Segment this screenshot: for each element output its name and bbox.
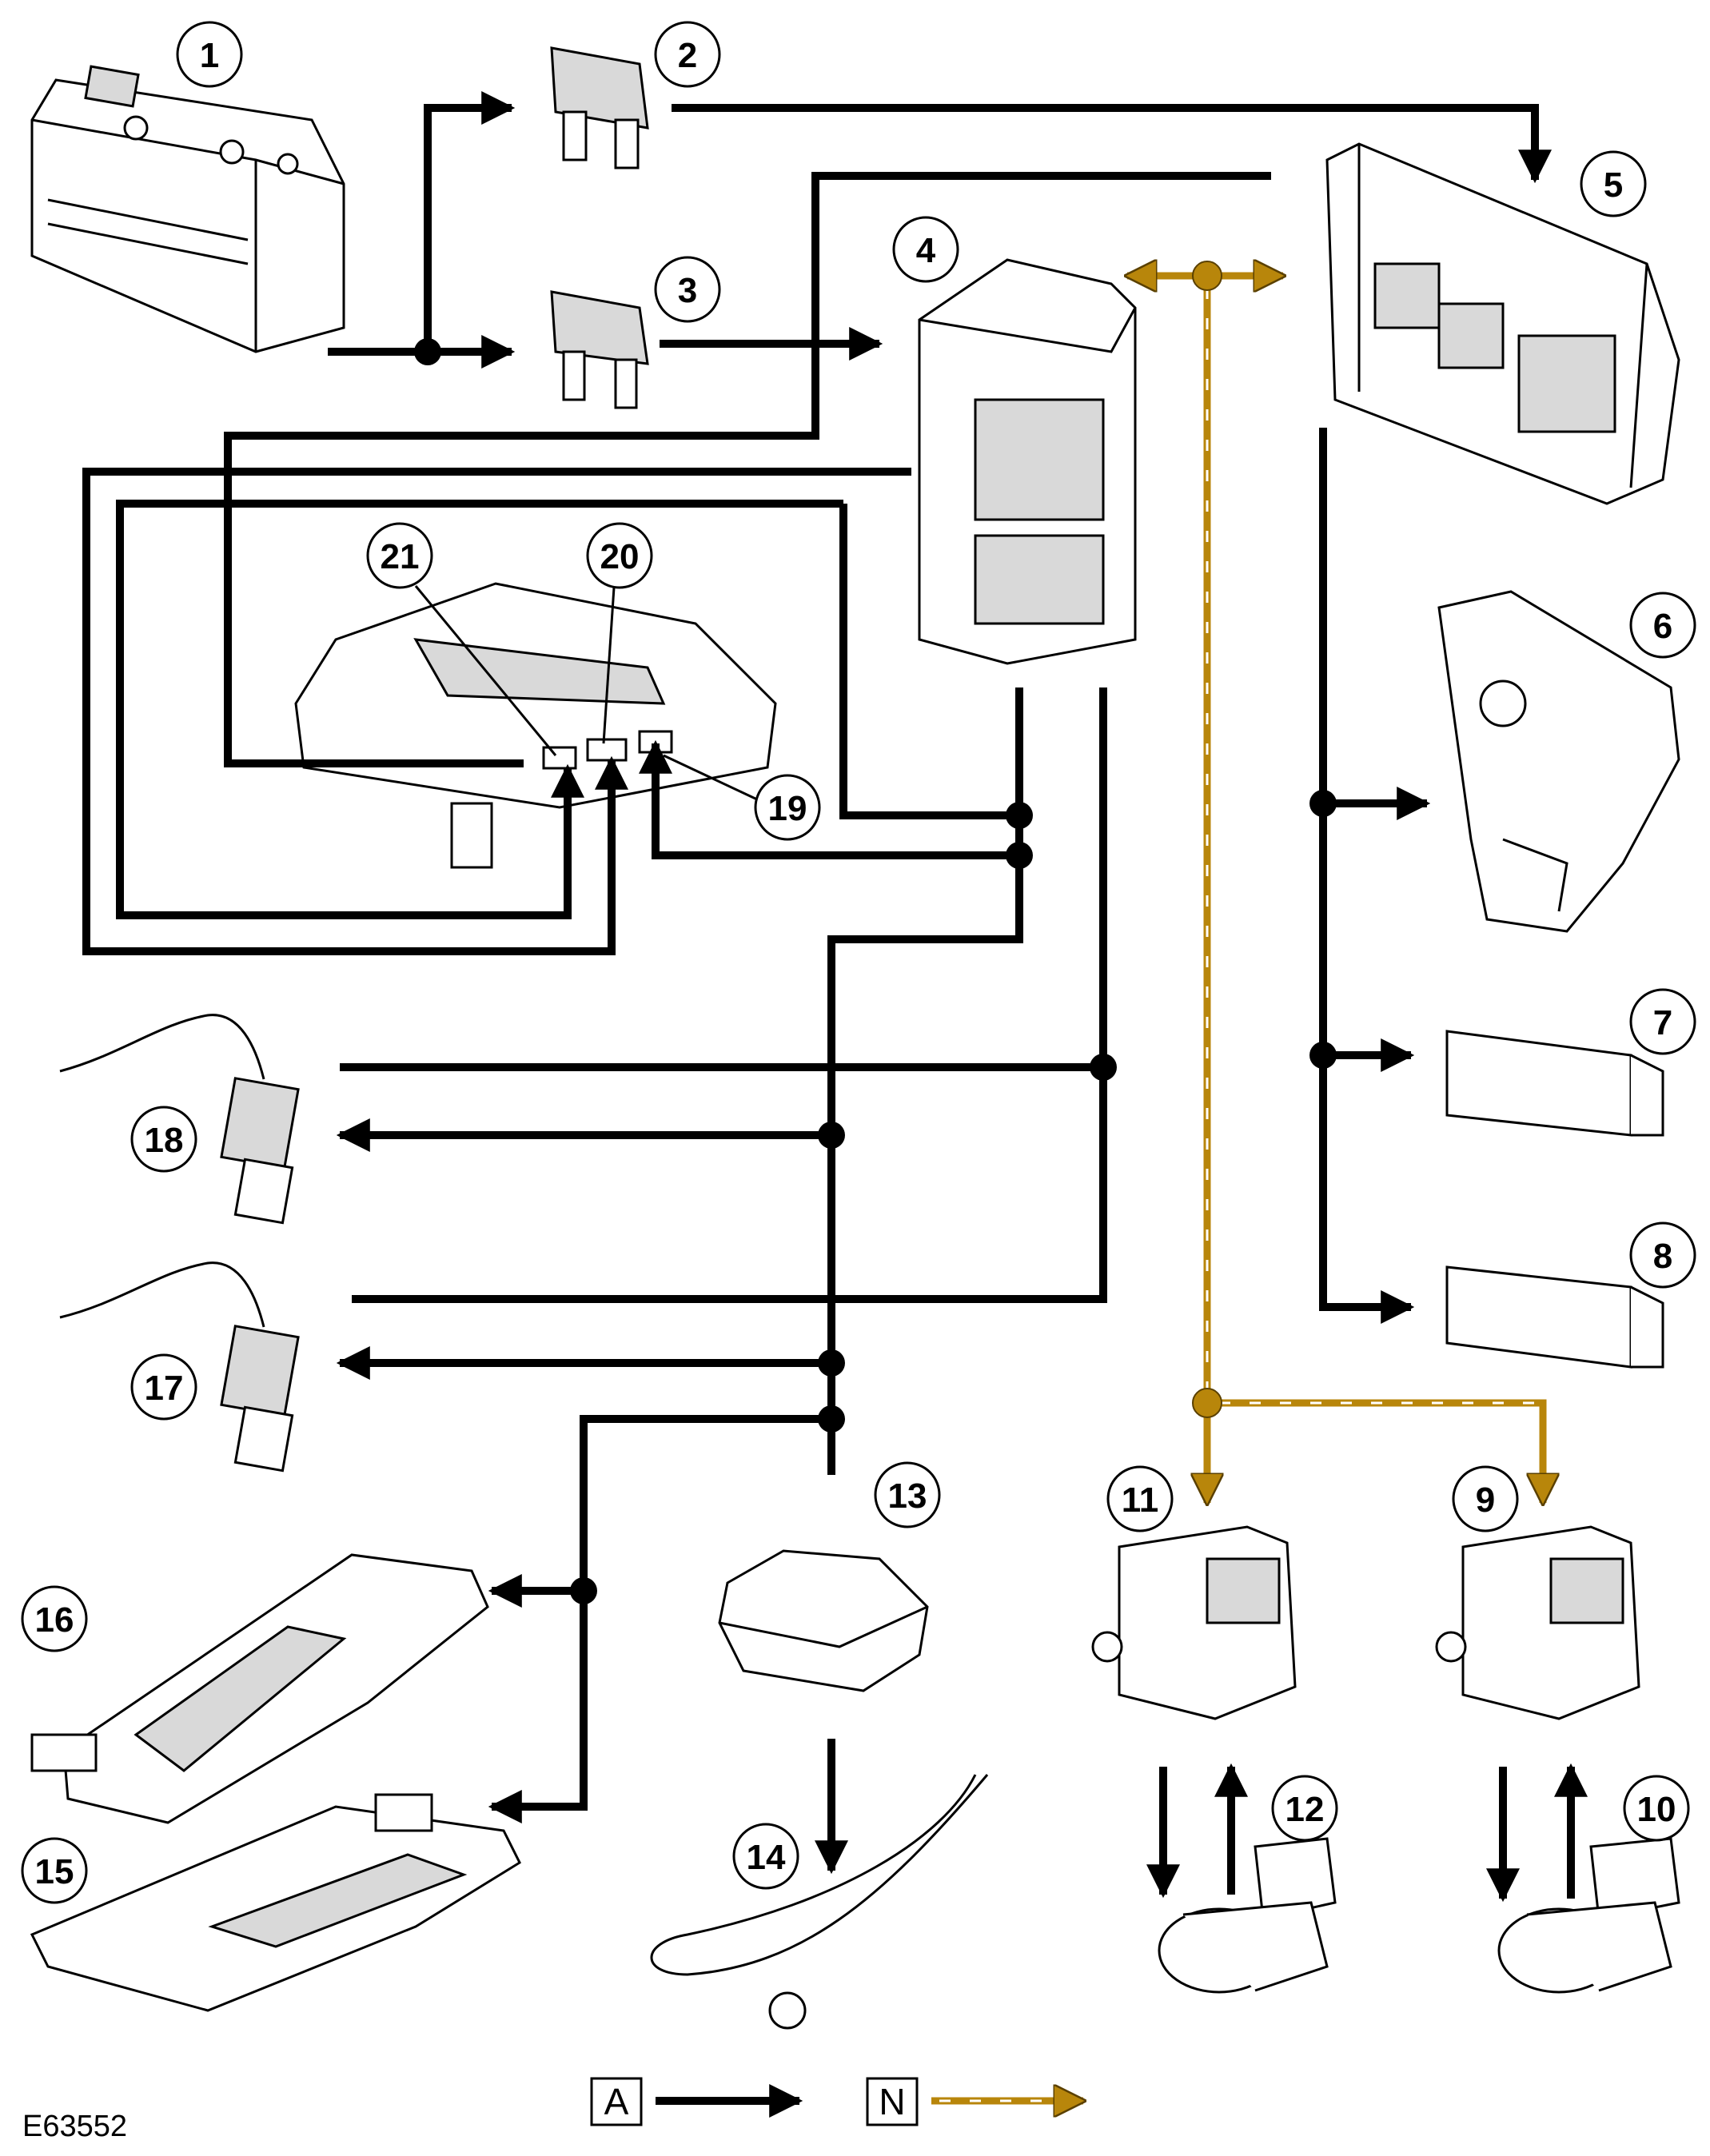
rear-junction-box — [1325, 142, 1680, 505]
callout-18: 18 — [130, 1106, 197, 1173]
svg-text:8: 8 — [1653, 1237, 1672, 1276]
callout-20: 20 — [586, 522, 653, 744]
callout-17: 17 — [130, 1353, 197, 1421]
svg-text:3: 3 — [678, 271, 697, 310]
callout-5: 5 — [1580, 150, 1647, 217]
callout-4: 4 — [892, 216, 959, 283]
callout-13: 13 — [874, 1461, 941, 1528]
svg-text:12: 12 — [1285, 1790, 1325, 1829]
legend: A N — [590, 2077, 1083, 2126]
callout-21: 21 — [366, 522, 557, 756]
svg-text:13: 13 — [888, 1477, 927, 1516]
svg-text:6: 6 — [1653, 607, 1672, 646]
sun-visor-16 — [30, 1553, 489, 1824]
callout-12: 12 — [1271, 1775, 1338, 1842]
svg-text:10: 10 — [1637, 1790, 1676, 1829]
overhead-console — [294, 582, 777, 869]
figure-id: E63552 — [22, 2110, 127, 2143]
callout-2: 2 — [654, 21, 721, 88]
svg-text:7: 7 — [1653, 1003, 1672, 1042]
callout-1: 1 — [176, 21, 243, 88]
lamp-7 — [1445, 1030, 1664, 1137]
svg-text:N: N — [879, 2081, 905, 2122]
fuse-maxi-bottom — [550, 290, 649, 409]
callout-3: 3 — [654, 256, 721, 323]
callout-14: 14 — [732, 1823, 799, 1890]
svg-text:4: 4 — [916, 231, 936, 270]
svg-text:17: 17 — [145, 1369, 184, 1408]
central-junction-box — [918, 258, 1137, 665]
network-connections — [1127, 261, 1543, 1503]
callout-8: 8 — [1629, 1221, 1696, 1289]
callout-19: 19 — [663, 754, 821, 841]
sun-visor-15 — [30, 1793, 521, 2012]
callout-16: 16 — [21, 1585, 88, 1652]
battery — [30, 65, 345, 353]
switch-12 — [1158, 1837, 1337, 1994]
svg-text:1: 1 — [200, 36, 219, 75]
lamp-8 — [1445, 1265, 1664, 1369]
module-9 — [1435, 1525, 1640, 1720]
svg-text:9: 9 — [1476, 1481, 1495, 1520]
switch-10 — [1497, 1837, 1680, 1994]
callout-9: 9 — [1452, 1465, 1519, 1532]
callout-7: 7 — [1629, 988, 1696, 1055]
module-11 — [1091, 1525, 1297, 1720]
svg-text:15: 15 — [35, 1852, 74, 1891]
svg-text:19: 19 — [768, 789, 807, 828]
svg-text:A: A — [604, 2081, 629, 2122]
legend-item-network: N — [866, 2077, 1083, 2126]
luggage-latch — [1437, 590, 1680, 933]
hardwired-connections — [82, 91, 1588, 1903]
sensor-17 — [59, 1261, 300, 1473]
sensor-13 — [718, 1549, 929, 1692]
sensor-18 — [59, 1014, 300, 1225]
legend-item-hardwired: A — [590, 2077, 803, 2126]
svg-text:5: 5 — [1604, 165, 1623, 205]
harness-14 — [650, 1774, 989, 2030]
callout-11: 11 — [1106, 1465, 1174, 1532]
svg-text:14: 14 — [747, 1838, 786, 1877]
svg-text:18: 18 — [145, 1121, 184, 1160]
svg-text:2: 2 — [678, 36, 697, 75]
svg-text:16: 16 — [35, 1600, 74, 1640]
svg-text:20: 20 — [600, 537, 640, 576]
fuse-maxi-top — [550, 46, 649, 169]
callout-15: 15 — [21, 1837, 88, 1904]
callout-10: 10 — [1623, 1775, 1690, 1842]
svg-text:11: 11 — [1122, 1481, 1159, 1520]
svg-text:21: 21 — [381, 537, 420, 576]
callout-6: 6 — [1629, 592, 1696, 659]
